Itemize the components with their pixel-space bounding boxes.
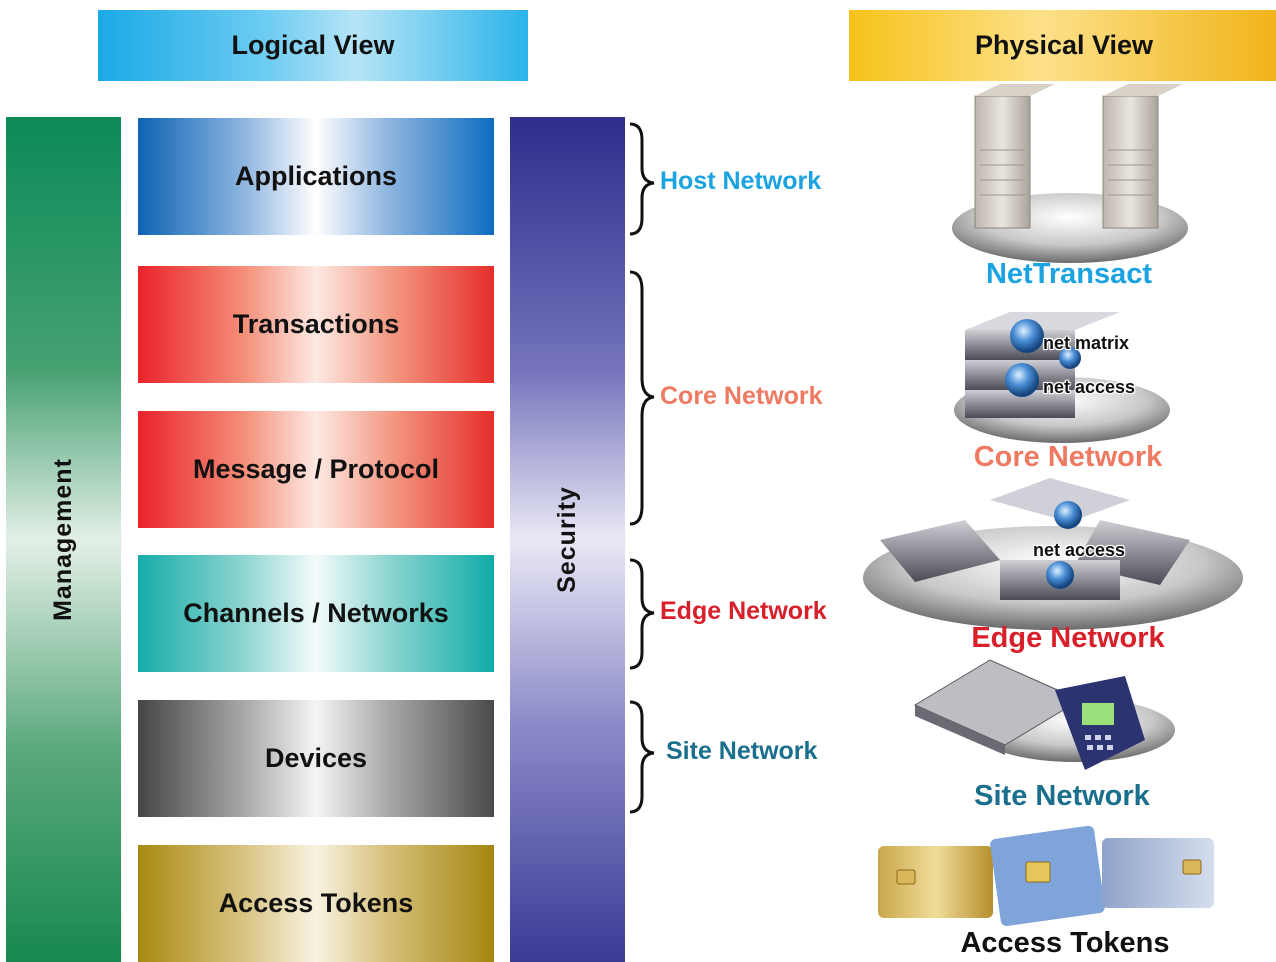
site-network-physical-label: Site Network	[974, 780, 1150, 812]
layer-applications: Applications	[138, 118, 494, 235]
physical-view-header: Physical View	[849, 10, 1276, 81]
layer-message-protocol: Message / Protocol	[138, 411, 494, 528]
layer-channels-networks: Channels / Networks	[138, 555, 494, 672]
layer-transactions-label: Transactions	[232, 309, 400, 339]
access-tokens-illustration	[878, 825, 1214, 927]
layer-transactions: Transactions	[138, 266, 494, 383]
edge-network-label: Edge Network	[660, 597, 827, 625]
layer-devices: Devices	[138, 700, 494, 817]
layer-channels-networks-label: Channels / Networks	[183, 598, 449, 628]
security-bar: Security	[510, 117, 625, 962]
edge-network-brace	[629, 558, 655, 670]
management-bar: Management	[6, 117, 121, 962]
logical-view-header: Logical View	[98, 10, 528, 81]
site-network-brace	[629, 700, 655, 814]
site-devices-illustration	[913, 659, 1175, 770]
edge-routers-illustration	[863, 478, 1243, 630]
core-network-label: Core Network	[660, 382, 823, 410]
layer-access-tokens-label: Access Tokens	[218, 888, 414, 918]
net-access-edge-tag: net access	[1033, 540, 1126, 560]
physical-view-title: Physical View	[974, 30, 1154, 60]
layer-access-tokens: Access Tokens	[138, 845, 494, 962]
core-network-physical-label: Core Network	[973, 441, 1163, 473]
host-network-label: Host Network	[660, 167, 822, 195]
site-network-label: Site Network	[666, 737, 818, 765]
host-servers-illustration	[952, 84, 1188, 263]
host-network-brace	[629, 122, 655, 236]
net-matrix-tag: net matrix	[1043, 333, 1130, 353]
core-servers-illustration	[954, 312, 1170, 443]
logical-view-title: Logical View	[231, 30, 395, 60]
nettransact-label: NetTransact	[985, 258, 1152, 290]
core-network-brace	[629, 270, 655, 526]
edge-network-physical-label: Edge Network	[971, 622, 1165, 654]
net-access-core-tag: net access	[1043, 377, 1136, 397]
layer-devices-label: Devices	[264, 743, 368, 773]
layer-message-protocol-label: Message / Protocol	[192, 454, 440, 484]
access-tokens-physical-label: Access Tokens	[960, 927, 1170, 959]
layer-applications-label: Applications	[234, 161, 397, 191]
